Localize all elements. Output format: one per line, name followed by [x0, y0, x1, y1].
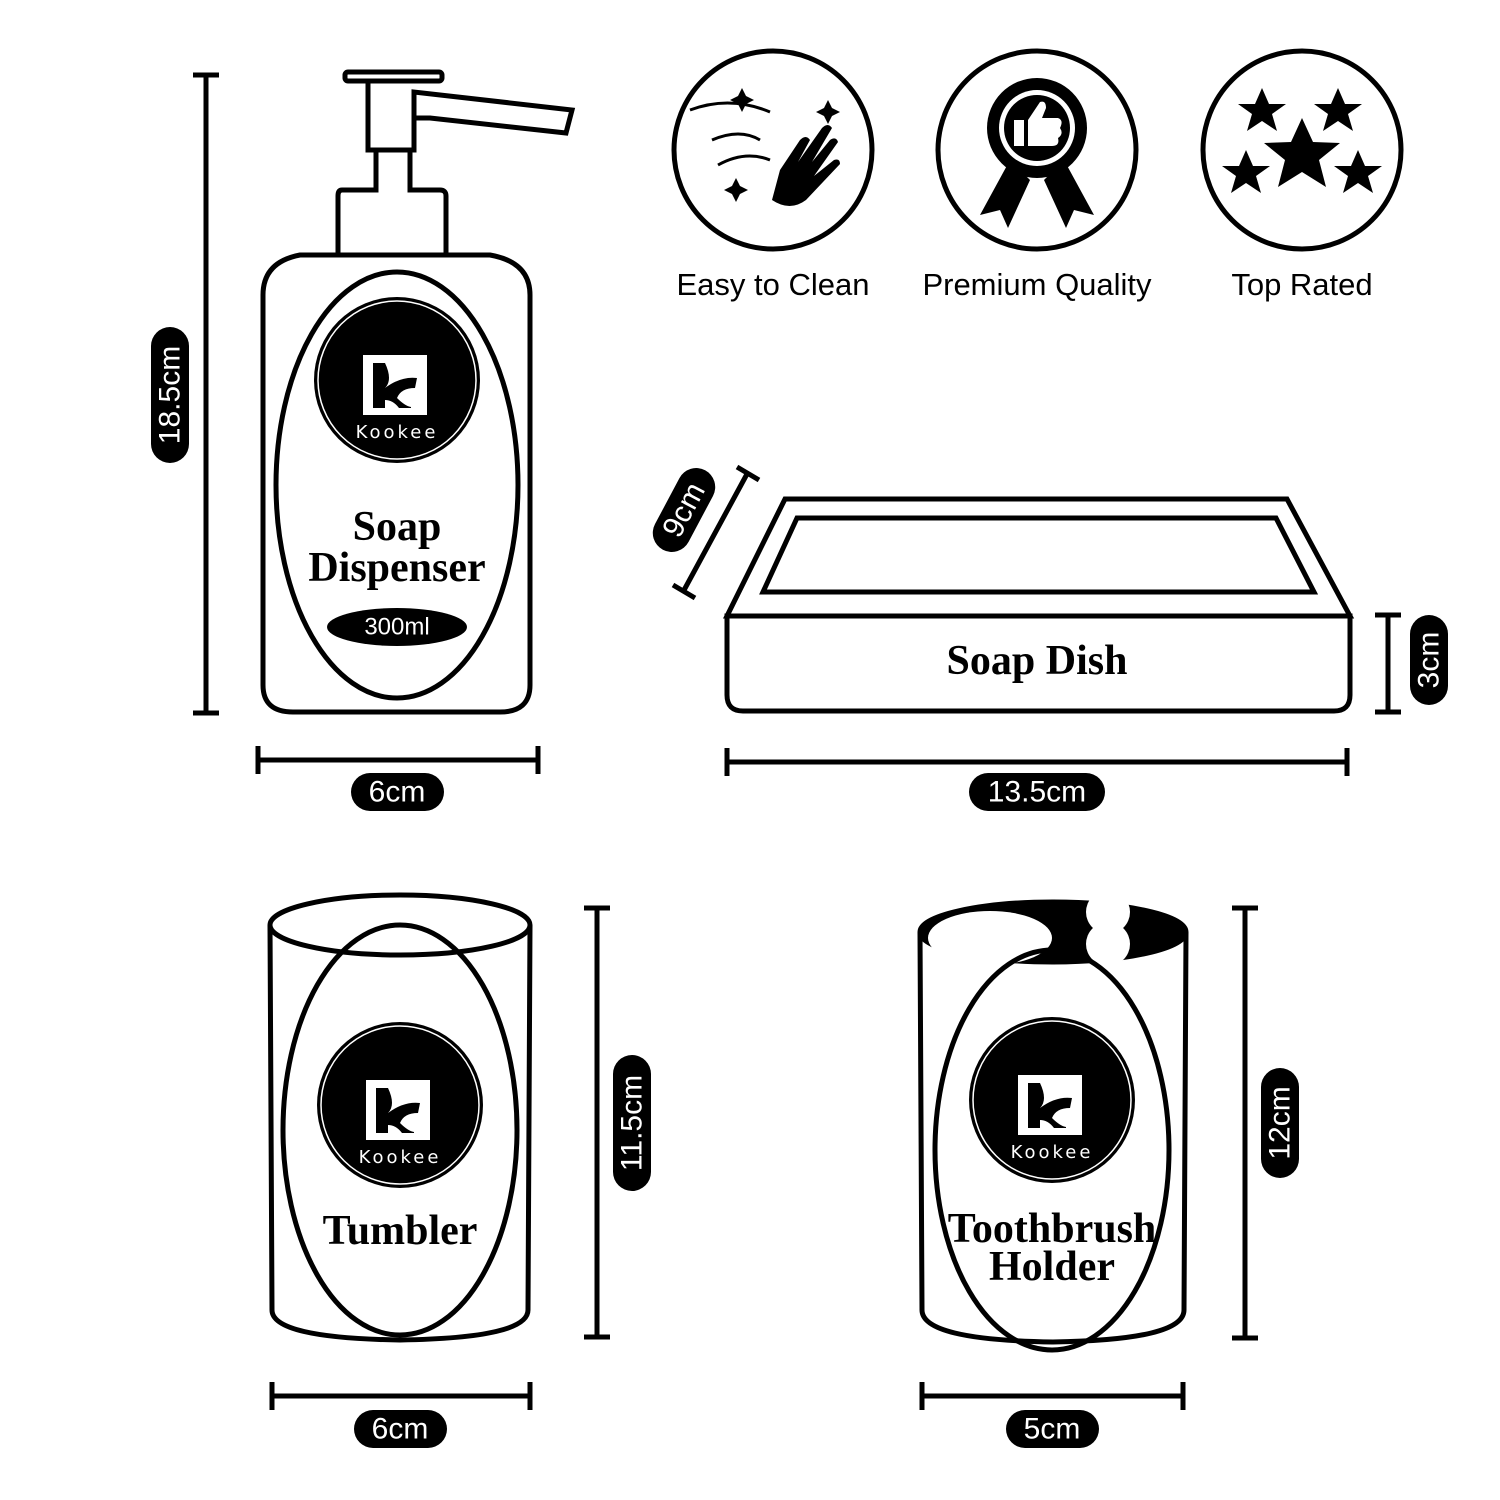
tumbler: Kookee Tumbler [267, 892, 533, 1343]
dimension-label: 18.5cm [154, 346, 187, 444]
hole-small [1086, 922, 1130, 966]
thumbs-up-badge-icon [980, 78, 1094, 228]
feature-label: Top Rated [1231, 267, 1372, 302]
hole-small [1086, 890, 1130, 934]
label-oval [273, 269, 521, 701]
dimension-label: 11.5cm [616, 1075, 649, 1171]
feature-easy-to-clean: Easy to Clean [671, 48, 875, 302]
kookee-logo: Kookee [314, 297, 480, 463]
pump-head [342, 69, 445, 84]
hand-wipe-sparkle-icon [689, 88, 840, 206]
product-name: Toothbrush [948, 1206, 1157, 1252]
dimension-label: 12cm [1264, 1086, 1297, 1159]
brand-name: Kookee [359, 1147, 442, 1168]
capacity-badge [327, 608, 467, 646]
stars-icon [1222, 88, 1382, 193]
product-name: Soap Dish [947, 638, 1128, 684]
toothbrush-holder: Kookee Toothbrush Holder [917, 890, 1189, 1353]
feature-label: Easy to Clean [677, 267, 870, 302]
dimension-label: 6cm [372, 1413, 429, 1446]
dimension-width: 6cm [255, 746, 541, 811]
tumbler-body [267, 924, 533, 1343]
dimension-height: 18.5cm [151, 72, 219, 716]
dimension-label: 13.5cm [988, 776, 1086, 809]
pump-spout [365, 81, 576, 153]
dimension-height: 11.5cm [584, 905, 651, 1340]
product-name: Tumbler [323, 1208, 478, 1254]
holder-body [917, 931, 1189, 1345]
dimension-depth: 9cm [652, 464, 761, 601]
feature-label: Premium Quality [922, 267, 1152, 302]
kookee-logo: Kookee [317, 1022, 483, 1188]
product-name: Dispenser [308, 545, 485, 591]
feature-top-rated: Top Rated [1200, 48, 1404, 302]
dimension-width: 6cm [269, 1382, 533, 1448]
brand-name: Kookee [1011, 1142, 1094, 1163]
label-oval [932, 947, 1172, 1353]
soap-dish: Soap Dish [722, 496, 1355, 714]
dimension-label: 5cm [1024, 1413, 1081, 1446]
pump-collar [335, 150, 449, 258]
dimension-width: 13.5cm [724, 748, 1350, 811]
dimension-height: 12cm [1232, 905, 1299, 1341]
capacity-label: 300ml [364, 614, 429, 641]
label-oval [280, 922, 520, 1338]
dish-well [759, 515, 1319, 595]
dimension-label: 6cm [369, 776, 426, 809]
dish-front [724, 613, 1353, 714]
kookee-logo: Kookee [969, 1017, 1135, 1183]
dimension-label: 3cm [1413, 632, 1446, 689]
bottle-body [260, 252, 533, 715]
hole-large [928, 911, 1052, 965]
dimension-width: 5cm [919, 1382, 1186, 1448]
product-name: Soap [353, 504, 442, 550]
dimension-height: 3cm [1375, 612, 1448, 715]
soap-dispenser: Kookee Soap Dispenser 300ml [260, 69, 576, 715]
brand-name: Kookee [356, 422, 439, 443]
feature-premium-quality: Premium Quality [922, 48, 1152, 302]
product-name: Holder [989, 1244, 1115, 1290]
